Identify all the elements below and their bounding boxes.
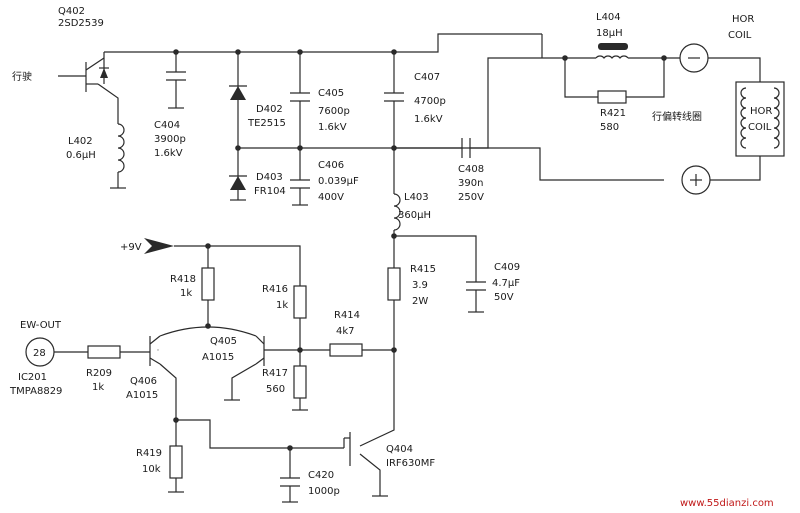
q405-part: A1015 xyxy=(202,352,234,363)
c409-rating: 50V xyxy=(494,292,514,303)
ic-ref: IC201 xyxy=(18,372,47,383)
r414-ref: R414 xyxy=(334,310,360,321)
r414-value: 4k7 xyxy=(336,326,355,337)
l404-value: 18μH xyxy=(596,28,623,39)
deflection-coil-symbol xyxy=(735,81,785,157)
transistor-q405-symbol xyxy=(255,335,265,366)
r415-ref: R415 xyxy=(410,264,436,275)
c407-rating: 1.6kV xyxy=(414,114,443,125)
q406-ref: Q406 xyxy=(130,376,157,387)
resistor-r421-symbol xyxy=(597,90,627,104)
c404-ref: C404 xyxy=(154,120,180,131)
resistor-r416-symbol xyxy=(293,285,307,319)
c406-value: 0.039μF xyxy=(318,176,359,187)
resistor-r418-symbol xyxy=(201,267,215,301)
q402-part: 2SD2539 xyxy=(58,18,104,29)
l402-ref: L402 xyxy=(68,136,93,147)
drive-label: 行驶 xyxy=(12,70,32,83)
l403-ref: L403 xyxy=(404,192,429,203)
wires xyxy=(54,33,761,503)
transistor-q406-symbol xyxy=(149,335,161,366)
r418-ref: R418 xyxy=(170,274,196,285)
ew-out-pin-number: 28 xyxy=(33,348,46,359)
resistor-r417-symbol xyxy=(292,365,308,411)
l403-value: 360μH xyxy=(398,210,431,221)
c406-rating: 400V xyxy=(318,192,344,203)
r419-ref: R419 xyxy=(136,448,162,459)
c405-value: 7600p xyxy=(318,106,350,117)
c407-ref: C407 xyxy=(414,72,440,83)
c408-value: 390n xyxy=(458,178,483,189)
r415-rating: 2W xyxy=(412,296,428,307)
ew-out-pin xyxy=(25,337,55,367)
capacitor-c409-symbol xyxy=(466,281,486,291)
d403-part: FR104 xyxy=(254,186,286,197)
supply-label: +9V xyxy=(120,242,142,253)
capacitor-c408-symbol xyxy=(461,138,471,158)
q402-ref: Q402 xyxy=(58,6,85,17)
r418-value: 1k xyxy=(180,288,192,299)
resistor-r414-symbol xyxy=(329,343,363,357)
capacitor-c420-symbol xyxy=(280,477,300,487)
capacitor-c406-symbol xyxy=(290,179,310,206)
c407-value: 4700p xyxy=(414,96,446,107)
l404-ref: L404 xyxy=(596,12,621,23)
c405-rating: 1.6kV xyxy=(318,122,347,133)
diode-d403-symbol xyxy=(229,175,247,201)
c406-ref: C406 xyxy=(318,160,344,171)
resistor-r209-symbol xyxy=(87,345,121,359)
d402-ref: D402 xyxy=(256,104,283,115)
c409-value: 4.7μF xyxy=(492,278,520,289)
resistor-r419-symbol xyxy=(169,445,183,479)
diode-d402-symbol xyxy=(229,85,247,100)
d402-part: TE2515 xyxy=(247,118,286,129)
hor-coil-terminal-plus xyxy=(681,165,711,195)
r421-ref: R421 xyxy=(600,108,626,119)
c408-rating: 250V xyxy=(458,192,484,203)
c404-rating: 1.6kV xyxy=(154,148,183,159)
capacitor-c407-symbol xyxy=(384,92,404,102)
r209-ref: R209 xyxy=(86,368,112,379)
hor-coil-terminal-minus xyxy=(679,43,709,73)
coil-box-label-line1: HOR xyxy=(750,106,772,117)
linearity-coil-label: 行偏转线圈 xyxy=(652,110,702,123)
transistor-q402-symbol xyxy=(85,57,109,92)
r416-ref: R416 xyxy=(262,284,288,295)
d403-ref: D403 xyxy=(256,172,283,183)
c420-value: 1000p xyxy=(308,486,340,497)
r209-value: 1k xyxy=(92,382,104,393)
r415-value: 3.9 xyxy=(412,280,428,291)
l402-value: 0.6μH xyxy=(66,150,96,161)
c405-ref: C405 xyxy=(318,88,344,99)
ic-part: TMPA8829 xyxy=(9,386,62,397)
r419-value: 10k xyxy=(142,464,161,475)
r417-value: 560 xyxy=(266,384,285,395)
coil-box-label-line2: COIL xyxy=(748,122,772,133)
resistor-r415-symbol xyxy=(387,267,401,301)
hor-coil-label-line2: COIL xyxy=(728,30,752,41)
c404-value: 3900p xyxy=(154,134,186,145)
q404-ref: Q404 xyxy=(386,444,413,455)
q404-part: IRF630MF xyxy=(386,458,435,469)
inductor-l404-symbol xyxy=(595,43,629,59)
capacitor-c405-symbol xyxy=(290,92,310,102)
supply-arrow-icon xyxy=(144,238,174,254)
c420-ref: C420 xyxy=(308,470,334,481)
inductor-l403-symbol xyxy=(393,193,401,231)
r421-value: 580 xyxy=(600,122,619,133)
c409-ref: C409 xyxy=(494,262,520,273)
r416-value: 1k xyxy=(276,300,288,311)
junctions xyxy=(173,49,667,451)
capacitor-c404-symbol xyxy=(166,71,186,109)
inductor-l402-symbol xyxy=(117,123,125,173)
hor-coil-label-line1: HOR xyxy=(732,14,754,25)
c408-ref: C408 xyxy=(458,164,484,175)
q406-part: A1015 xyxy=(126,390,158,401)
r417-ref: R417 xyxy=(262,368,288,379)
ew-out-label: EW-OUT xyxy=(20,320,62,331)
q405-ref: Q405 xyxy=(210,336,237,347)
watermark-text: www.55dianzi.com xyxy=(680,498,774,509)
mosfet-q404-symbol xyxy=(343,432,351,466)
